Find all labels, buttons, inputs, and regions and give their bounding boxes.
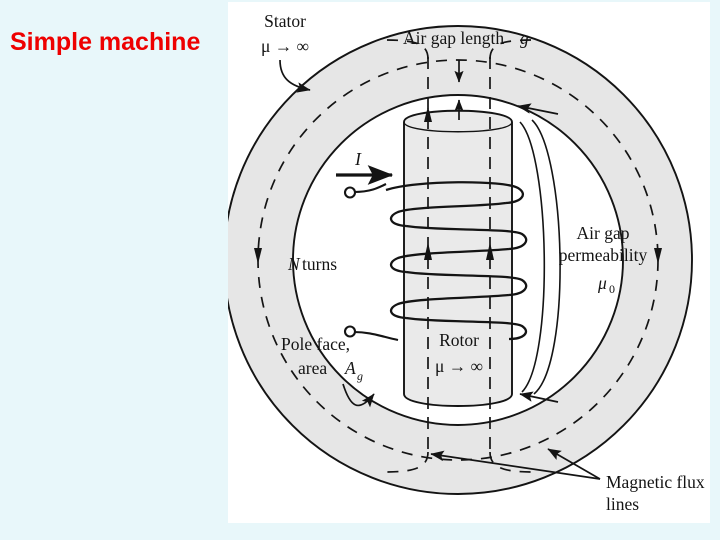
leader-flux-left (430, 450, 601, 480)
label-pole-face-sub: g (357, 369, 363, 383)
field-line-outer-right (531, 119, 561, 395)
label-air-gap-permeability-group: Air gap permeability μ 0 (559, 223, 648, 296)
label-stator-mu: μ → ∞ (261, 36, 309, 56)
field-line-inner-right (519, 121, 546, 393)
leader-pole-face (342, 383, 375, 408)
field-arrow-bottom (519, 391, 559, 403)
rotor-body (403, 109, 513, 407)
label-pole-face-group: Pole face, area A g (281, 334, 375, 408)
airgap-field-lines (519, 119, 561, 395)
label-rotor-group: Rotor μ → ∞ (435, 330, 483, 376)
label-air-gap-length-group: Air gap length g (403, 28, 529, 48)
label-stator-group: Stator μ → ∞ (261, 11, 311, 93)
flux-corner-topright (489, 39, 535, 60)
coil-lead-bottom (353, 330, 399, 342)
label-n-turns-group: N turns (287, 254, 337, 274)
label-pole-face-2: area (298, 358, 327, 378)
label-air-gap-length: Air gap length (403, 28, 504, 48)
current-indicator: I (336, 149, 394, 185)
flux-top-corners (383, 39, 535, 473)
rotor-flux-center-lines (427, 57, 491, 452)
flux-arrow-left (254, 248, 262, 264)
rotor-top-ellipse-edge (403, 121, 513, 133)
page-title: Simple machine (10, 28, 201, 56)
label-flux-2: lines (606, 494, 639, 514)
flux-corner-bottomright (489, 451, 535, 473)
field-arrow-top (517, 103, 559, 115)
label-air-gap-permeability-1: Air gap (577, 223, 630, 243)
rotor-flux-arrow-mid-left (424, 242, 432, 260)
label-air-gap-permeability-2: permeability (559, 245, 648, 265)
label-mu0-symbol: μ (597, 273, 607, 293)
flux-corner-bottomleft (383, 451, 429, 473)
coil-lead-top (353, 183, 387, 194)
stator-iron-fill (228, 26, 692, 494)
coil-terminals (343, 183, 399, 342)
flux-arrow-right (654, 248, 662, 264)
terminal-top (343, 186, 357, 199)
label-pole-face-1: Pole face, (281, 334, 350, 354)
flux-corner-topleft (383, 39, 429, 60)
label-turns-n: N (287, 254, 301, 274)
label-air-gap-length-symbol: g (520, 28, 529, 48)
label-flux-1: Magnetic flux (606, 472, 705, 492)
label-magnetic-flux-group: Magnetic flux lines (430, 448, 705, 514)
label-turns-word: turns (302, 254, 337, 274)
figure-panel: I Stator μ → ∞ Air gap length g (228, 2, 710, 523)
label-rotor-mu: μ → ∞ (435, 356, 483, 376)
stator-outer-circle (228, 25, 693, 495)
label-current: I (354, 149, 362, 169)
label-rotor: Rotor (439, 330, 479, 350)
leader-stator (279, 59, 311, 93)
airgap-field-arrowheads (517, 103, 559, 403)
label-mu0-sub: 0 (609, 282, 615, 296)
simple-machine-diagram: I Stator μ → ∞ Air gap length g (228, 11, 705, 514)
stator-inner-circle (292, 94, 624, 426)
leader-flux-right (547, 448, 601, 480)
rotor-cylinder (403, 109, 513, 407)
terminal-bottom (343, 325, 357, 338)
label-pole-face-symbol: A (344, 358, 356, 378)
stator-flux-arrowheads (254, 248, 662, 264)
coil-winding (385, 181, 528, 341)
rotor-flux-arrow-top-left (424, 106, 432, 122)
label-stator: Stator (264, 11, 306, 31)
